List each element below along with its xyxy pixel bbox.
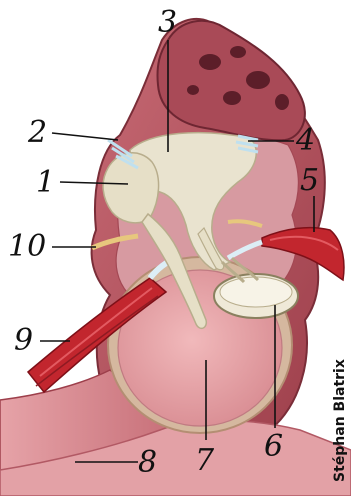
label-3: 3 <box>158 5 177 40</box>
label-2: 2 <box>27 115 47 150</box>
artist-credit: Stéphan Blatrix <box>332 359 348 482</box>
label-1: 1 <box>36 165 55 200</box>
label-9: 9 <box>14 323 33 358</box>
label-5: 5 <box>300 163 319 198</box>
label-8: 8 <box>138 445 157 480</box>
label-7: 7 <box>195 443 215 478</box>
label-6: 6 <box>264 429 283 464</box>
label-4: 4 <box>295 123 315 158</box>
leader-2 <box>52 133 118 140</box>
label-10: 10 <box>8 229 46 264</box>
